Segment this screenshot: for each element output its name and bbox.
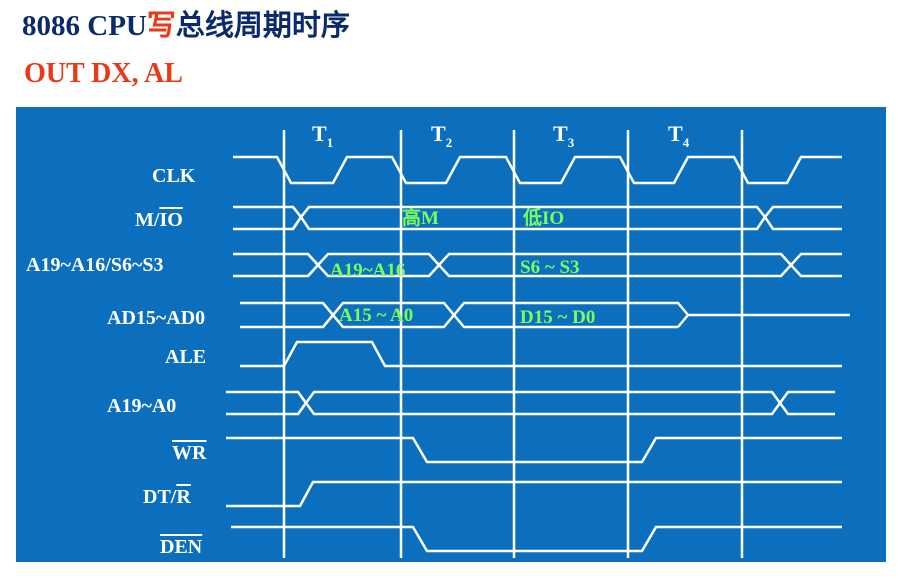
signal-label-ad15-ad0: AD15~AD0	[107, 307, 205, 329]
title-prefix: 8086 CPU	[22, 10, 147, 42]
title-suffix: 总线周期时序	[175, 10, 350, 42]
annotation-data: D15 ~ D0	[520, 307, 595, 328]
state-label-t4: T4	[668, 121, 690, 150]
signal-label-a19-a0: A19~A0	[107, 395, 176, 417]
waveform-clk	[233, 155, 842, 185]
waveform-a19-a16-s6-s3	[233, 252, 842, 278]
waveform-ad15-ad0	[240, 301, 850, 329]
state-boundaries	[282, 130, 744, 558]
waveform-mio	[233, 205, 842, 231]
annotation-status: S6 ~ S3	[520, 257, 580, 278]
annotation-addr-high: A19~A16	[330, 260, 405, 281]
signal-label-wr: WR	[172, 442, 207, 464]
title-highlight: 写	[146, 10, 176, 42]
waveform-den	[231, 525, 842, 553]
state-label-t1: T1	[312, 121, 333, 150]
state-label-t2: T2	[431, 121, 452, 150]
signal-label-mio: M/IO	[135, 209, 183, 231]
signal-label-a19-a16-s6-s3: A19~A16/S6~S3	[26, 254, 164, 276]
signal-label-clk: CLK	[152, 165, 196, 187]
instruction-subtitle: OUT DX, AL	[24, 58, 183, 89]
state-label-t3: T3	[553, 121, 575, 150]
annotation-addr-low: A15 ~ A0	[339, 305, 413, 326]
signal-label-den: DEN	[160, 536, 203, 558]
waveform-a19-a0	[226, 390, 835, 416]
signal-label-ale: ALE	[165, 346, 206, 368]
annotation-mio-high: 高M	[402, 206, 439, 229]
waveform-ale	[240, 340, 842, 368]
page-title: 8086 CPU写总线周期时序	[22, 2, 350, 44]
signal-label-dt-r: DT/R	[143, 486, 191, 508]
waveform-dt-r	[226, 480, 842, 508]
annotation-mio-low: 低IO	[522, 206, 564, 229]
waveform-wr	[226, 436, 842, 464]
